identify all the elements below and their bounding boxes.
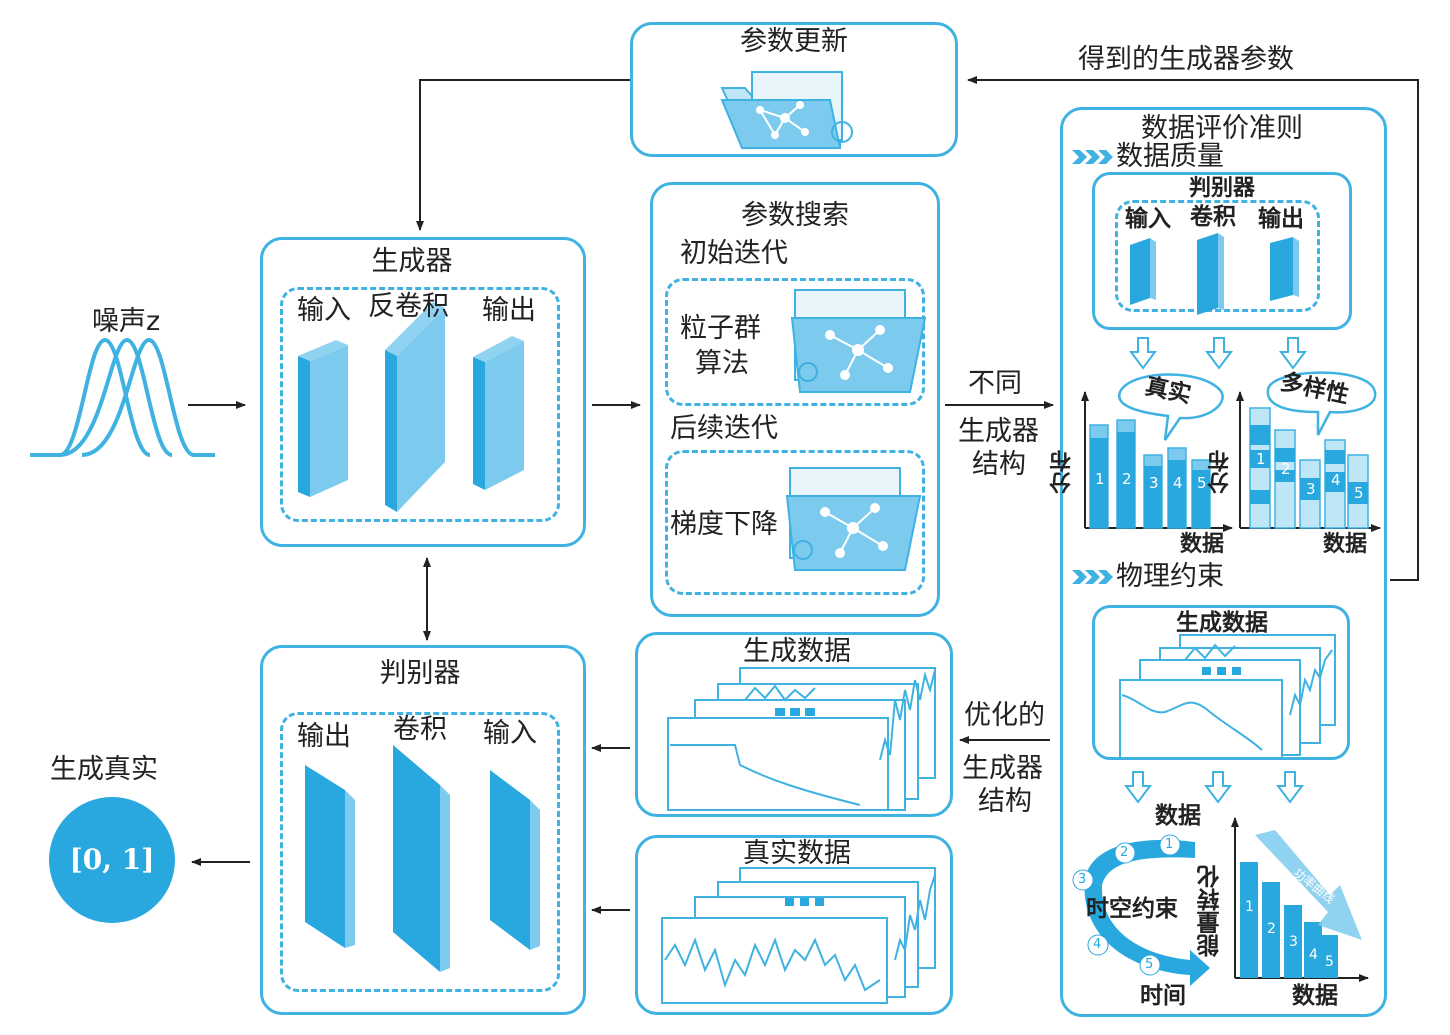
data-quality-label: 数据质量 bbox=[1116, 141, 1224, 172]
generator-layers-frame bbox=[280, 287, 560, 522]
cycle-number: 4 bbox=[1093, 937, 1102, 952]
diversity-chart bbox=[1236, 371, 1381, 532]
right-bar-number: 3 bbox=[1306, 480, 1316, 498]
generator-slabs bbox=[298, 302, 524, 512]
discriminator-layers-frame bbox=[280, 712, 560, 992]
criteria-disc-blocks bbox=[1130, 233, 1299, 315]
obtained-params-label: 得到的生成器参数 bbox=[1078, 44, 1294, 75]
pso-frame bbox=[665, 278, 925, 406]
generator-title: 生成器 bbox=[371, 246, 453, 277]
result-value: [0, 1] bbox=[69, 843, 155, 876]
initial-iteration-label: 初始迭代 bbox=[680, 238, 788, 269]
spatiotemporal-label: 时空约束 bbox=[1086, 896, 1178, 922]
real-data-title: 真实数据 bbox=[743, 838, 851, 869]
discriminator-title: 判别器 bbox=[379, 658, 461, 689]
noise-curves bbox=[30, 337, 215, 457]
folder-network-icon-gd bbox=[785, 467, 922, 571]
noise-label: 噪声z bbox=[92, 306, 161, 337]
real-data-plots bbox=[661, 867, 936, 1004]
generated-data-plots bbox=[667, 667, 936, 811]
optimized-structure-line1: 优化的 bbox=[964, 700, 1045, 731]
criteria-disc-conv: 卷积 bbox=[1190, 204, 1236, 230]
cycle-number: 3 bbox=[1078, 872, 1087, 887]
generator-deconv-label: 反卷积 bbox=[368, 291, 449, 322]
optimized-structure-line3: 结构 bbox=[978, 786, 1032, 817]
pso-label-line2: 算法 bbox=[695, 348, 749, 379]
generator-output-label: 输出 bbox=[482, 295, 536, 326]
energy-bar-number: 5 bbox=[1325, 954, 1334, 970]
subsequent-iteration-label: 后续迭代 bbox=[670, 413, 778, 444]
spatiotemporal-cycle bbox=[1072, 834, 1210, 986]
right-bar-number: 2 bbox=[1281, 460, 1291, 478]
physics-gen-data-title: 生成数据 bbox=[1176, 610, 1268, 636]
physics-constraint-label: 物理约束 bbox=[1116, 561, 1224, 592]
criteria-discriminator-frame bbox=[1115, 200, 1320, 312]
criteria-disc-title: 判别器 bbox=[1188, 176, 1256, 201]
energy-bar-number: 4 bbox=[1309, 947, 1318, 963]
gradient-descent-label: 梯度下降 bbox=[670, 509, 778, 540]
cycle-number: 1 bbox=[1165, 837, 1174, 852]
energy-bar-number: 1 bbox=[1245, 899, 1254, 915]
right-bar-number: 5 bbox=[1354, 484, 1364, 502]
right-chart-y-label: 分布 bbox=[1208, 450, 1233, 494]
different-structure-line3: 结构 bbox=[972, 449, 1026, 480]
discriminator-slabs bbox=[305, 745, 540, 972]
energy-y-label: 能量转化 bbox=[1198, 865, 1224, 957]
discriminator-conv-label: 卷积 bbox=[393, 714, 447, 745]
real-distribution-chart bbox=[1081, 373, 1233, 532]
left-chart-x-label: 数据 bbox=[1180, 532, 1225, 557]
generator-input-label: 输入 bbox=[297, 295, 351, 326]
gd-frame bbox=[665, 450, 925, 595]
physics-gen-data-plots bbox=[1119, 634, 1336, 759]
criteria-disc-output: 输出 bbox=[1258, 206, 1304, 232]
result-circle bbox=[49, 797, 175, 923]
discriminator-input-label: 输入 bbox=[483, 718, 537, 749]
left-bar-number: 4 bbox=[1173, 474, 1183, 492]
left-bar-number: 3 bbox=[1149, 474, 1159, 492]
pso-label-line1: 粒子群 bbox=[680, 313, 761, 344]
param-search-title: 参数搜索 bbox=[741, 200, 849, 231]
different-structure-line1: 不同 bbox=[968, 368, 1022, 399]
discriminator-output-label: 输出 bbox=[297, 721, 351, 752]
left-bar-number: 1 bbox=[1095, 470, 1105, 488]
criteria-disc-input: 输入 bbox=[1125, 206, 1171, 232]
right-bar-number: 4 bbox=[1331, 471, 1341, 489]
energy-bar-number: 3 bbox=[1289, 934, 1298, 950]
generated-data-title: 生成数据 bbox=[743, 636, 851, 667]
right-chart-x-label: 数据 bbox=[1323, 532, 1368, 557]
energy-x-label: 数据 bbox=[1292, 983, 1338, 1009]
right-bar-number: 1 bbox=[1256, 450, 1266, 468]
left-bar-number: 5 bbox=[1197, 474, 1207, 492]
cycle-number: 2 bbox=[1120, 845, 1129, 860]
left-chart-y-label: 分布 bbox=[1050, 450, 1075, 494]
folder-network-icon-pso bbox=[790, 289, 927, 393]
time-label: 时间 bbox=[1140, 983, 1186, 1009]
different-structure-line2: 生成器 bbox=[958, 416, 1039, 447]
left-bar-number: 2 bbox=[1122, 470, 1132, 488]
param-update-title: 参数更新 bbox=[740, 26, 848, 57]
chevron-icons bbox=[1072, 150, 1113, 584]
optimized-structure-line2: 生成器 bbox=[962, 753, 1043, 784]
folder-network-icon-update bbox=[720, 71, 853, 149]
cycle-data-label: 数据 bbox=[1155, 803, 1201, 829]
result-label: 生成真实 bbox=[50, 754, 158, 785]
criteria-title: 数据评价准则 bbox=[1141, 113, 1303, 144]
cycle-number: 5 bbox=[1145, 957, 1154, 972]
energy-bar-number: 2 bbox=[1267, 921, 1276, 937]
energy-chart bbox=[1231, 817, 1369, 982]
down-arrows bbox=[1124, 337, 1307, 804]
arrows bbox=[188, 76, 1419, 914]
